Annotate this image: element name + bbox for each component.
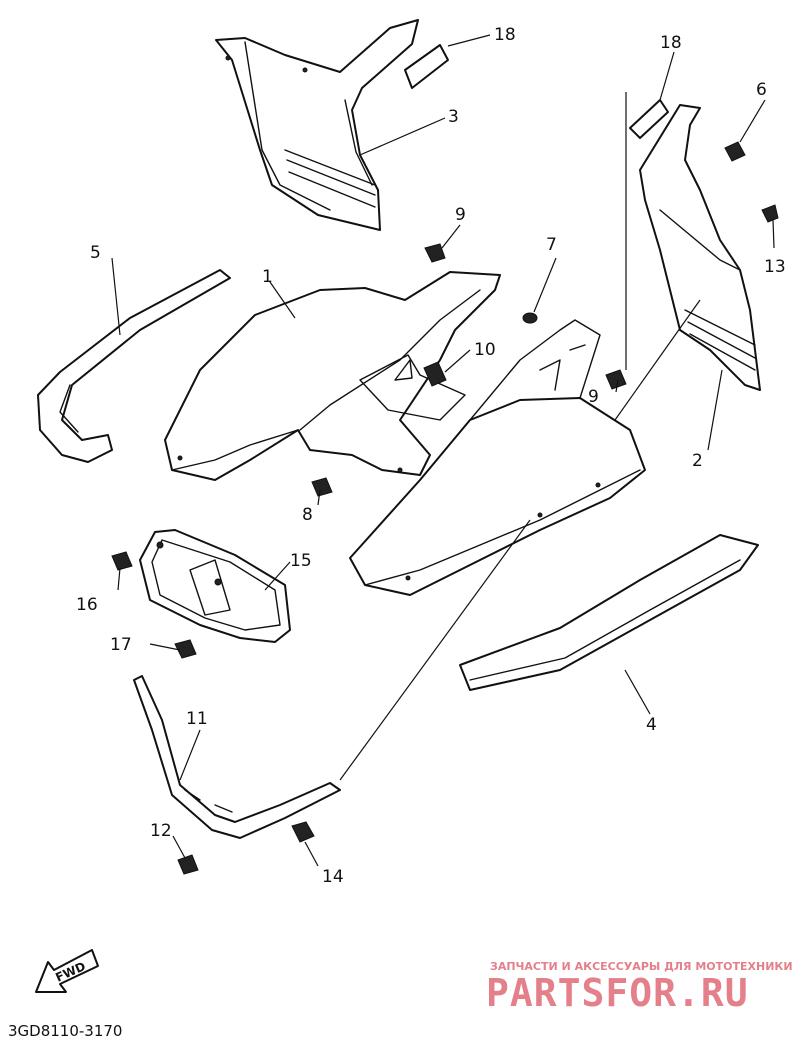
callout-11: 11	[186, 709, 208, 729]
bolt-10	[423, 361, 447, 387]
callout-12: 12	[150, 821, 172, 841]
nut-7	[522, 312, 538, 324]
callout-14: 14	[322, 867, 344, 887]
callout-10: 10	[474, 340, 496, 360]
callout-4: 4	[646, 715, 657, 735]
bolt-17	[174, 639, 197, 659]
callout-18-right: 18	[660, 33, 682, 53]
callout-17: 17	[110, 635, 132, 655]
callout-18-left: 18	[494, 25, 516, 45]
callout-6: 6	[756, 80, 767, 100]
watermark-brand: PARTSFOR.RU	[486, 971, 749, 1015]
callout-2: 2	[692, 451, 703, 471]
part-18-pad-left	[404, 44, 449, 89]
callout-3: 3	[448, 107, 459, 127]
part-3-side-cover	[215, 19, 419, 231]
part-11-stay	[133, 675, 341, 839]
callout-16: 16	[76, 595, 98, 615]
part-4-mud-guard	[459, 534, 759, 691]
part-15-bracket	[139, 529, 291, 643]
watermark: ЗАПЧАСТИ И АКСЕССУАРЫ ДЛЯ МОТОТЕХНИКИ PA…	[486, 960, 793, 1015]
callout-8: 8	[302, 505, 313, 525]
callout-numbers: 18 3 5 1 18 6 13 9 7 10 9 2 8 15 16 17 4…	[76, 25, 786, 887]
part-1-rear-fender	[164, 271, 501, 481]
callout-15: 15	[290, 551, 312, 571]
bolt-12	[177, 854, 199, 875]
callout-7: 7	[546, 235, 557, 255]
diagram-code: 3GD8110-3170	[8, 1022, 122, 1040]
screw-13	[761, 204, 779, 223]
bolt-16	[111, 551, 133, 571]
callout-9-top: 9	[455, 205, 466, 225]
bolt-8	[311, 477, 333, 497]
leader-lines	[111, 34, 775, 867]
callout-5: 5	[90, 243, 101, 263]
nut-14	[291, 821, 315, 843]
callout-13: 13	[764, 257, 786, 277]
part-2-side-panel	[639, 104, 761, 391]
fasteners	[111, 141, 779, 875]
fwd-arrow-icon: FWD	[35, 949, 99, 993]
callout-9-right: 9	[588, 387, 599, 407]
part-18-pad-right	[629, 99, 669, 139]
bolt-6	[724, 141, 746, 162]
part-2-front-fender	[349, 319, 646, 596]
part-5-mud-flap	[37, 269, 231, 463]
bolt-9b	[605, 369, 627, 390]
callout-1: 1	[262, 267, 273, 287]
watermark-tagline: ЗАПЧАСТИ И АКСЕССУАРЫ ДЛЯ МОТОТЕХНИКИ	[490, 960, 793, 973]
bolt-9a	[424, 243, 446, 263]
